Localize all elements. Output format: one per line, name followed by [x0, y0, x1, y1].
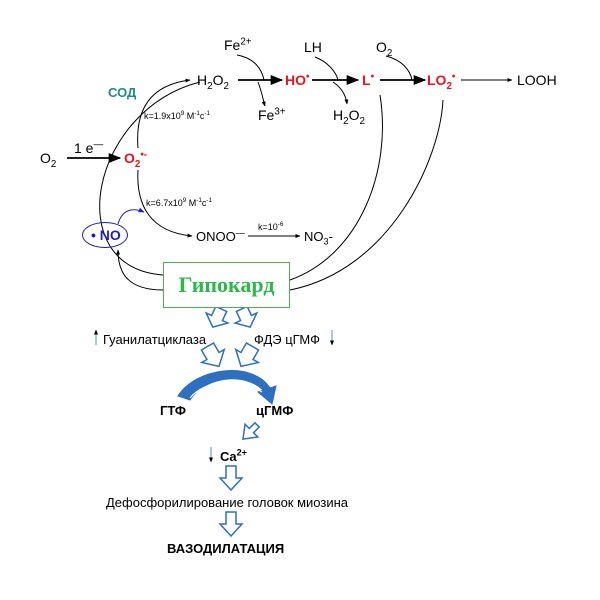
arrow-hipokard-to-lo2	[289, 99, 444, 291]
arrow-o2-in	[385, 55, 413, 81]
arrow-no-to-onoo	[117, 207, 145, 225]
no-oval	[82, 222, 128, 248]
hollow-arrow-gc-down	[199, 341, 226, 368]
rate-k2: k=6.7x109 M-1c-1	[146, 197, 213, 208]
calcium-label: Ca2+	[220, 447, 247, 464]
hollow-arrow-to-pde	[232, 305, 259, 328]
hollow-arrow-dephos-to-vaso	[218, 511, 244, 538]
o2-top-label: O2	[376, 39, 393, 59]
ho-radical-label: HO•	[285, 71, 310, 88]
looh-label: LOOH	[517, 72, 557, 88]
fe3-label: Fe3+	[258, 106, 286, 123]
l-radical-label: L•	[362, 71, 374, 88]
dephosphorylation-label: Дефосфорилирование головок миозина	[106, 495, 349, 510]
superoxide-label: O2•-	[124, 149, 148, 170]
cgmp-label: цГМФ	[256, 403, 294, 418]
no3-label: NO3-	[304, 229, 333, 247]
arrow-lh-in	[314, 56, 339, 81]
hollow-arrow-cgmp-to-ca	[242, 421, 261, 440]
guanylate-cyclase-label: Гуанилатциклаза	[103, 332, 207, 347]
arrow-hipokard-to-l	[289, 94, 383, 281]
arrow-h2o2-out	[332, 81, 349, 105]
arrow-fe3-out	[257, 81, 266, 107]
arrow-fe2-in	[236, 54, 265, 81]
hipokard-label: Гипокард	[178, 272, 275, 297]
pde-cgmp-label: ФДЭ цГМФ	[254, 332, 320, 347]
no-radical-label: • NO	[91, 227, 121, 243]
arrow-superoxide-to-h2o2	[137, 78, 191, 149]
sod-label: СОД	[108, 85, 137, 100]
arrow-superoxide-to-onoo	[137, 169, 193, 238]
hollow-arrow-to-gc	[204, 305, 231, 328]
h2o2-top-label: H2O2	[197, 72, 229, 92]
h2o2-bottom-label: H2O2	[333, 107, 365, 127]
hollow-arrow-ca-to-dephos	[218, 465, 244, 492]
lh-label: LH	[304, 39, 322, 55]
vasodilation-label: ВАЗОДИЛАТАЦИЯ	[167, 541, 285, 556]
arrow-hipokard-to-h2o2	[99, 81, 201, 276]
onoo-label: ONOO—	[196, 227, 245, 244]
o2-left-label: O2	[40, 150, 57, 170]
one-electron-label: 1 e—	[74, 139, 104, 156]
rate-k3: k=10-6	[258, 221, 284, 232]
curved-arrow-gtp-to-cgmp	[177, 370, 277, 405]
arrow-hipokard-to-no	[116, 249, 164, 291]
gtp-label: ГТФ	[160, 403, 186, 418]
hipokard-box: Гипокард	[163, 262, 290, 308]
lo2-radical-label: LO2•	[427, 71, 456, 92]
fe2-label: Fe2+	[224, 36, 252, 53]
rate-k1: k=1.9x109 M-1c-1	[144, 110, 211, 121]
hollow-arrow-pde-down	[234, 341, 261, 368]
